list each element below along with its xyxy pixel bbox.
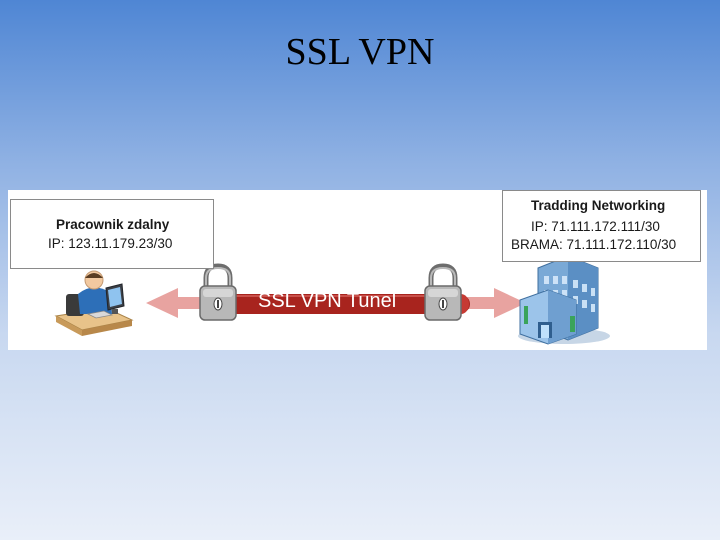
company-network-info-box: Tradding Networking IP: 71.111.172.111/3…: [502, 190, 701, 262]
vpn-diagram: Pracownik zdalny IP: 123.11.179.23/30 Tr…: [8, 190, 707, 350]
tunnel-label: SSL VPN Tunel: [258, 290, 397, 312]
remote-worker-icon: [54, 270, 134, 336]
right-arrow: [458, 288, 526, 318]
remote-worker-ip: IP: 123.11.179.23/30: [48, 236, 173, 251]
company-network-ip: IP: 71.111.172.111/30: [531, 219, 660, 234]
slide-title: SSL VPN: [285, 31, 435, 73]
remote-worker-name: Pracownik zdalny: [56, 217, 170, 232]
left-arrow: [146, 288, 218, 318]
padlock-icon: [199, 263, 237, 321]
remote-worker-info-box: Pracownik zdalny IP: 123.11.179.23/30: [10, 199, 214, 269]
company-network-gateway: BRAMA: 71.111.172.110/30: [511, 237, 677, 252]
padlock-icon: [424, 263, 462, 321]
office-building-icon: [518, 255, 610, 345]
tunnel-graphic: [54, 255, 610, 345]
company-network-name: Tradding Networking: [531, 198, 666, 213]
